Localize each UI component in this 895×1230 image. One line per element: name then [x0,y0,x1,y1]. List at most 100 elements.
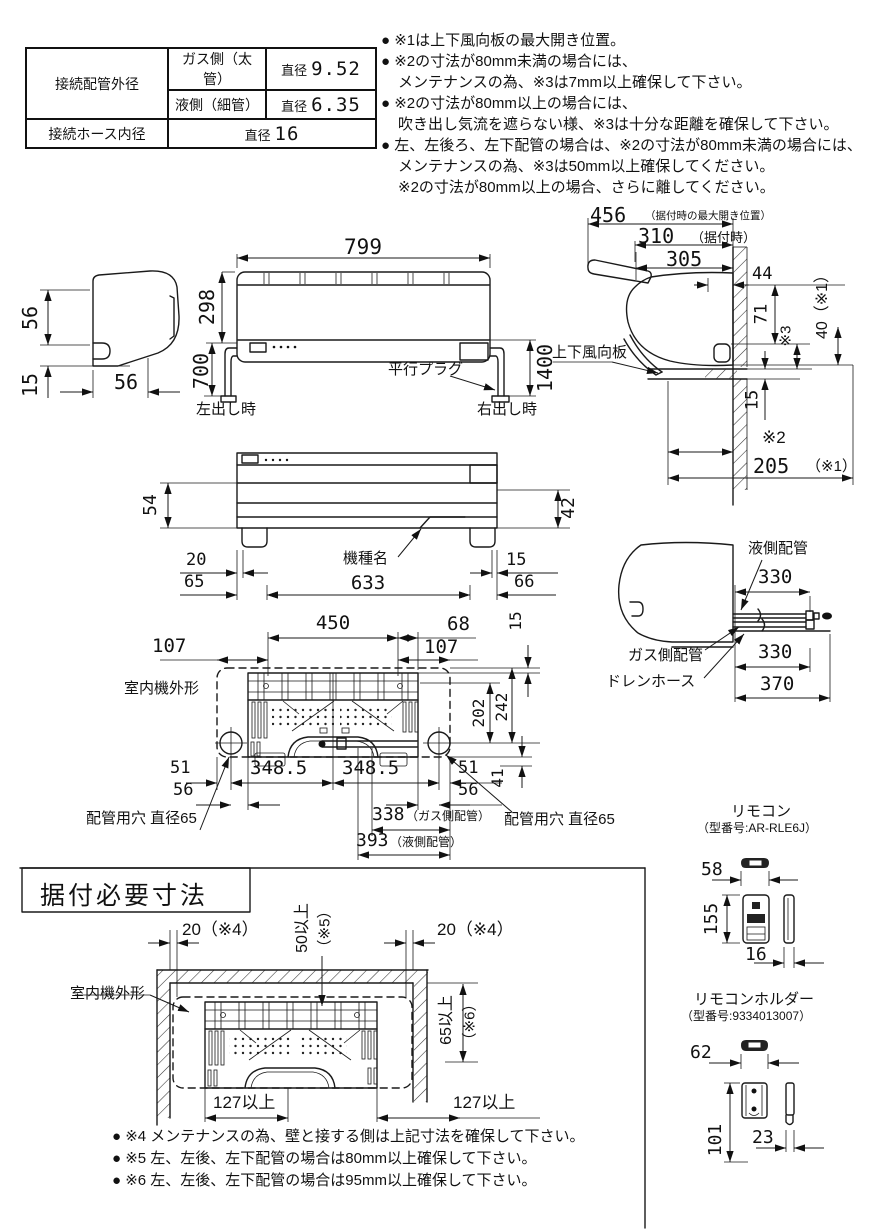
spec-gas-dia: 直径 [281,63,308,78]
dim-633: 633 [350,572,386,594]
dim-456-note: （据付時の最大開き位置） [645,210,771,222]
install-section-title: 据付必要寸法 [40,882,209,910]
note-line: メンテナンスの為、※3は7mm以上確保して下さい。 [398,74,752,91]
note-line: メンテナンスの為、※3は50mm以上確保してください。 [398,158,775,175]
label-unit-outline-install: 室内機外形 [70,985,146,1002]
dim-51-right: 51 [458,758,479,778]
dim-127-left: 127以上 [213,1093,276,1112]
label-unit-outline: 室内機外形 [124,680,200,697]
dim-205: 205 [753,454,790,478]
dim-56-left: 56 [173,780,194,800]
dim-393-note: （液側配管） [390,835,463,849]
label-model-name: 機種名 [343,550,389,567]
spec-gas-value: 9.52 [311,58,361,80]
spec-liquid-label: 液側（細管） [175,96,259,113]
dim-107-right: 107 [424,636,459,658]
holder-drawing [709,1040,824,1163]
front-view-drawing [204,254,536,403]
plate-view-drawing [160,632,540,860]
dim-101: 101 [705,1123,726,1157]
spec-liquid-value: 6.35 [311,93,361,116]
dim-15-plate: 15 [506,611,525,631]
dim-242: 242 [492,692,511,722]
dim-71: 71 [751,303,772,325]
dim-330-bottom: 330 [758,641,793,663]
dim-56-right: 56 [458,780,479,800]
dim-66: 66 [514,572,535,592]
label-parallel-plug: 平行プラグ [388,361,464,378]
dim-15-bottom: 15 [506,550,527,570]
dim-62: 62 [690,1042,712,1063]
dim-42: 42 [558,497,579,519]
spec-hose-label: 接続ホース内径 [48,125,146,142]
dim-330-top: 330 [758,566,793,588]
side-view-drawing [40,270,180,398]
dim-450: 450 [315,612,351,634]
note-line: ● ※2の寸法が80mm未満の場合には、 [381,53,637,70]
pipe-view-drawing [617,541,832,702]
holder-model: （型番号:9334013007） [681,1009,812,1023]
dim-127-right: 127以上 [453,1093,516,1112]
dim-20: 20 [186,550,207,570]
dim-348-right: 348.5 [342,757,400,779]
dim-305: 305 [666,247,703,271]
spec-hose-value: 16 [274,122,300,145]
dim-note3: ※3 [777,325,795,347]
dim-16: 16 [745,944,767,965]
spec-gas-label: ガス側（太管） [182,51,252,87]
dim-310-note: （据付時） [691,230,757,245]
dim-456: 456 [590,203,627,227]
dim-58: 58 [701,859,723,880]
label-right-outlet: 右出し時 [477,401,538,418]
label-drain-hose: ドレンホース [606,673,696,690]
spec-hose-dia: 直径 [244,127,271,143]
spec-table: 接続配管外径 ガス側（太管） 直径 9.52 液側（細管） 直径 6.35 接続… [25,47,377,149]
holder-title: リモコンホルダー [694,991,815,1008]
dim-338-note: （ガス側配管） [406,809,491,823]
dim-41: 41 [488,768,507,788]
note-line: ● ※4 メンテナンスの為、壁と接する側は上記寸法を確保して下さい。 [112,1128,585,1145]
remote-drawing [712,858,824,968]
dim-side-56: 56 [18,305,42,331]
dim-side-56b: 56 [113,370,139,394]
dim-65-note6: （※6） [461,996,479,1048]
dim-310: 310 [638,224,675,248]
dim-side-15: 15 [18,372,42,398]
label-gas-pipe: ガス側配管 [628,647,704,664]
dim-338: 338 [372,804,405,825]
dim-799: 799 [344,235,382,259]
dim-107-left: 107 [152,635,187,657]
dim-23: 23 [752,1127,774,1148]
note-line: 吹き出し気流を遮らない様、※3は十分な距離を確保して下さい。 [398,116,839,133]
note-line: ※2の寸法が80mm以上の場合、さらに離してください。 [398,179,775,196]
dim-202: 202 [469,698,488,728]
label-pipe-hole-left: 配管用穴 直径65 [86,810,197,827]
dim-50-note5: （※5） [316,903,334,955]
dim-54: 54 [140,494,161,516]
label-pipe-hole-right: 配管用穴 直径65 [504,811,615,828]
install-view-drawing [19,867,646,1229]
dim-700: 700 [189,352,213,390]
note-line: ● ※1は上下風向板の最大開き位置。 [381,32,626,49]
dim-note2: ※2 [762,428,786,447]
wall-view-drawing [553,218,854,506]
note-line: ● 左、左後ろ、左下配管の場合は、※2の寸法が80mm未満の場合には、 [381,137,862,154]
note-line: ● ※2の寸法が80mm以上の場合には、 [381,95,637,112]
dim-50-min: 50以上 [294,903,311,953]
dim-20-note4-right: 20（※4） [437,920,514,939]
dim-348-left: 348.5 [250,757,308,779]
dim-65: 65 [184,572,205,592]
bottom-view-drawing [160,452,570,600]
note-line: ● ※6 左、左後、左下配管の場合は95mm以上確保して下さい。 [112,1172,537,1189]
dim-44: 44 [752,264,773,284]
label-left-outlet: 左出し時 [196,401,257,418]
spec-outer-label: 接続配管外径 [55,75,139,92]
label-louver: 上下風向板 [552,344,628,361]
remote-model: （型番号:AR-RLE6J） [697,821,818,835]
dim-155: 155 [701,902,722,936]
dim-65-min: 65以上 [438,995,455,1045]
dim-393: 393 [356,830,389,851]
bottom-notes: ● ※4 メンテナンスの為、壁と接する側は上記寸法を確保して下さい。 ● ※5 … [112,1126,585,1192]
dim-68: 68 [447,613,470,635]
